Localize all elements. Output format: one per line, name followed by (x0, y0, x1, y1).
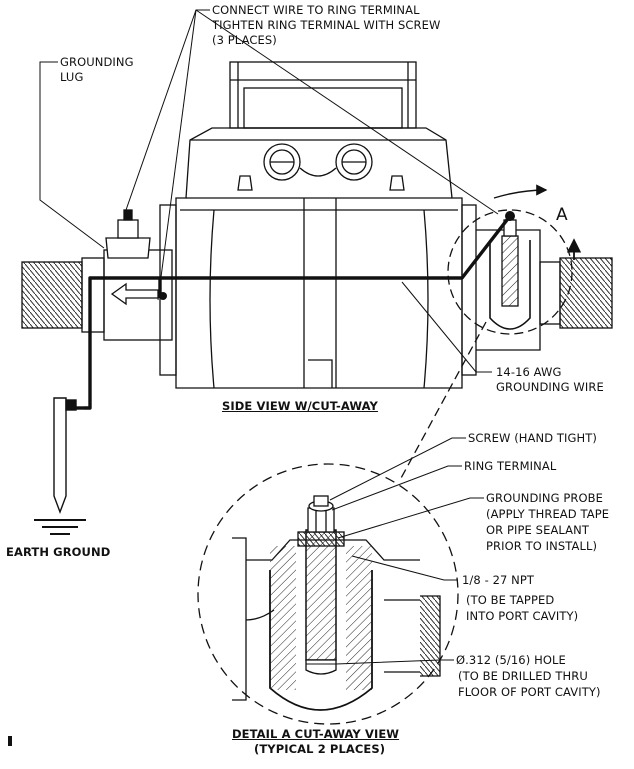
wire-label-line1: 14-16 AWG (496, 365, 562, 379)
grounding-lug (105, 209, 151, 259)
detail-a-marker: A (556, 205, 568, 225)
meter-body (175, 127, 463, 389)
water-meter-side-view (21, 61, 613, 389)
probe-label-line1: GROUNDING PROBE (486, 491, 604, 505)
cover-bolts (237, 143, 405, 191)
connect-wire-label: CONNECT WIRE TO RING TERMINAL (212, 3, 420, 17)
detail-a-view (197, 463, 459, 725)
wire-label-line2: GROUNDING WIRE (496, 380, 604, 394)
corner-mark (8, 736, 12, 746)
hole-label-line1: Ø.312 (5/16) HOLE (456, 653, 566, 667)
probe-label-line3: OR PIPE SEALANT (486, 523, 589, 537)
earth-ground-symbol (34, 397, 86, 535)
probe-label-line2: (APPLY THREAD TAPE (486, 507, 610, 521)
three-places-label: (3 PLACES) (212, 33, 277, 47)
npt-label-line3: INTO PORT CAVITY) (466, 609, 579, 623)
earth-ground-label: EARTH GROUND (6, 545, 111, 559)
probe-label-line4: PRIOR TO INSTALL) (486, 539, 598, 553)
ring-terminal-label: RING TERMINAL (464, 459, 557, 473)
grounding-lug-label-line2: LUG (60, 70, 84, 84)
side-view-title: SIDE VIEW W/CUT-AWAY (222, 399, 378, 413)
tighten-ring-label: TIGHTEN RING TERMINAL WITH SCREW (212, 18, 441, 32)
npt-label-line2: (TO BE TAPPED (466, 593, 555, 607)
hole-label-line2: (TO BE DRILLED THRU (458, 669, 588, 683)
npt-label-line1: 1/8 - 27 NPT (462, 573, 535, 587)
detail-view-title: DETAIL A CUT-AWAY VIEW (232, 727, 400, 741)
register-cover (229, 61, 417, 129)
detail-connector (399, 321, 487, 481)
left-threaded-inlet (21, 261, 83, 329)
detail-a-marker-circle (447, 209, 573, 335)
screw-label: SCREW (HAND TIGHT) (468, 431, 598, 445)
detail-view-subtitle: (TYPICAL 2 PLACES) (254, 742, 386, 756)
grounding-probe (305, 529, 337, 661)
section-arrow-right (493, 184, 548, 199)
leader-lines (39, 9, 499, 665)
grounding-lug-label-line1: GROUNDING (60, 55, 134, 69)
hole-label-line3: FLOOR OF PORT CAVITY) (458, 685, 601, 699)
flow-arrow-icon (110, 282, 159, 306)
